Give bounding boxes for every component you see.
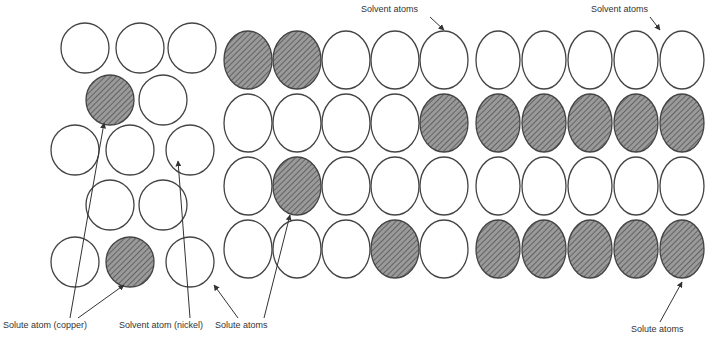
solute-atom (522, 94, 566, 152)
solvent-atom (273, 220, 321, 278)
solvent-atom (568, 157, 612, 215)
solvent-atom (224, 157, 272, 215)
solute-atom (660, 94, 704, 152)
atom-label: Solute atoms (630, 324, 685, 335)
solvent-atom (322, 220, 370, 278)
solvent-atom (322, 94, 370, 152)
solvent-atom (224, 94, 272, 152)
solvent-atom (61, 23, 109, 73)
solvent-atom (168, 23, 216, 73)
solute-atom (522, 220, 566, 278)
solvent-atom (224, 220, 272, 278)
atom-label: Solvent atom (nickel) (118, 320, 204, 331)
atom-label: Solute atoms (214, 320, 269, 331)
atom-label: Solute atom (copper) (2, 320, 88, 331)
solvent-atom (420, 31, 468, 89)
solute-atom (224, 31, 272, 89)
solvent-atom (371, 31, 419, 89)
solute-atom (371, 220, 419, 278)
solvent-atom (139, 75, 187, 125)
solvent-atom (522, 31, 566, 89)
solvent-atom (273, 94, 321, 152)
solvent-atom (322, 31, 370, 89)
atom-label: Solvent atoms (590, 4, 649, 15)
solvent-atom (371, 94, 419, 152)
solvent-atom (476, 31, 520, 89)
solute-atom (106, 237, 154, 287)
solvent-atom (420, 157, 468, 215)
solvent-atom (660, 157, 704, 215)
solvent-atom (166, 125, 214, 175)
solute-atom (420, 94, 468, 152)
solvent-atom (522, 157, 566, 215)
solute-atom (86, 75, 134, 125)
solvent-atom (476, 157, 520, 215)
solute-atom (568, 220, 612, 278)
solute-atom (614, 94, 658, 152)
solvent-atom (371, 157, 419, 215)
solvent-atom (660, 31, 704, 89)
solute-atom (568, 94, 612, 152)
solute-atom (660, 220, 704, 278)
solvent-atom (166, 237, 214, 287)
atom-label: Solvent atoms (360, 4, 419, 15)
solvent-atom (420, 220, 468, 278)
solute-atom (273, 157, 321, 215)
solute-atom (614, 220, 658, 278)
solvent-atom (51, 237, 99, 287)
solvent-atom (51, 125, 99, 175)
solvent-atom (568, 31, 612, 89)
solute-atom (273, 31, 321, 89)
solute-atom (476, 94, 520, 152)
solvent-atom (614, 31, 658, 89)
solvent-atom (116, 23, 164, 73)
solvent-atom (322, 157, 370, 215)
solvent-atom (106, 125, 154, 175)
solute-atom (476, 220, 520, 278)
leader-lines (70, 17, 682, 322)
solvent-atom (614, 157, 658, 215)
